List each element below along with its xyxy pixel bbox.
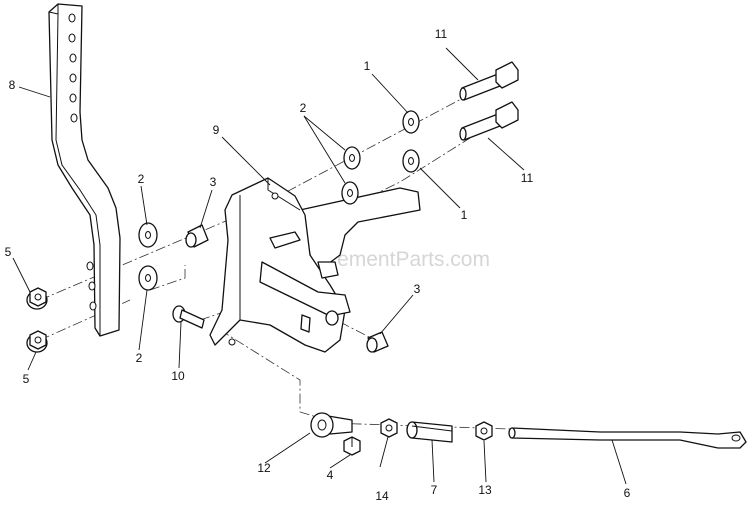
washer-2-middle [341, 181, 359, 205]
callout-4: 4 [327, 468, 334, 482]
control-rod [508, 427, 747, 449]
hex-nut-14 [380, 418, 398, 438]
washer-2-left-upper [138, 222, 158, 248]
washer-1-upper [402, 110, 420, 134]
callout-1-upper: 1 [364, 59, 371, 73]
bolt-upper [459, 61, 519, 101]
callout-3-left: 3 [210, 175, 217, 189]
callout-2-left-upper: 2 [138, 172, 145, 186]
washer-2-upper [343, 146, 361, 170]
callout-12: 12 [257, 461, 271, 475]
bushing-left [185, 224, 209, 248]
callout-1-lower: 1 [461, 208, 468, 222]
bushing-right [366, 331, 389, 353]
callout-11-upper: 11 [435, 27, 448, 41]
callout-5-lower: 5 [23, 372, 30, 386]
shoulder-bolt [172, 305, 205, 329]
callout-labels: 1 1 2 2 2 3 3 4 5 5 6 7 8 9 10 11 11 12 … [5, 27, 631, 503]
mounting-bracket [209, 177, 421, 353]
callout-2-left-lower: 2 [136, 351, 143, 365]
callout-14: 14 [375, 489, 389, 503]
flange-nut-lower [26, 330, 48, 353]
ball-joint [310, 412, 353, 438]
callout-3-right: 3 [414, 282, 421, 296]
leader-lines [12, 47, 627, 485]
callout-7: 7 [431, 483, 438, 497]
callout-10: 10 [171, 369, 185, 383]
callout-8: 8 [9, 78, 16, 92]
washer-2-left-lower [138, 265, 158, 291]
coupling-nut [406, 421, 453, 443]
callout-9: 9 [213, 123, 220, 137]
lever-arm [48, 3, 121, 337]
callout-2-upper: 2 [300, 101, 307, 115]
flange-nut-upper [26, 287, 48, 310]
callout-11-lower: 11 [521, 171, 534, 185]
bolt-lower [459, 101, 519, 141]
callout-6: 6 [624, 486, 631, 500]
hex-nut-4 [343, 436, 361, 456]
callout-5-upper: 5 [5, 245, 12, 259]
callout-13: 13 [478, 483, 492, 497]
hex-nut-13 [475, 421, 493, 441]
washer-1-lower [402, 149, 420, 173]
